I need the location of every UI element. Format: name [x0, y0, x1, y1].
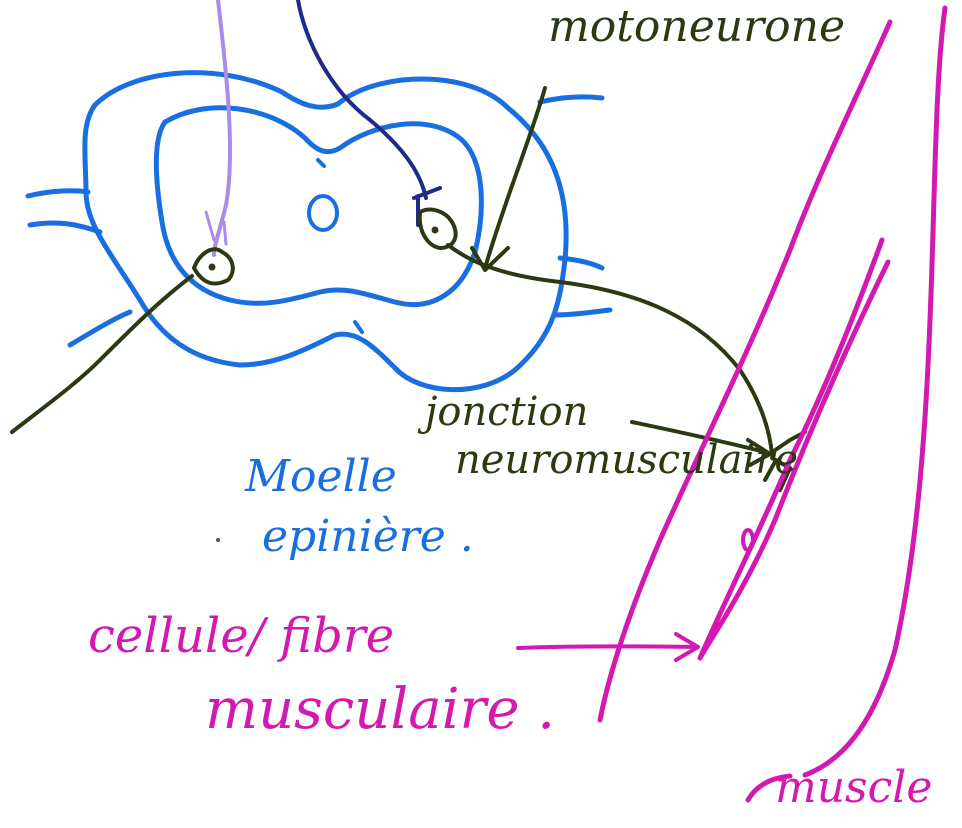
- dorsal-sulcus-tick: [318, 160, 324, 166]
- central-canal: [309, 196, 337, 230]
- spinal-cord-label-line1: Moelle: [245, 455, 397, 499]
- junction-label-line1: jonction: [425, 392, 588, 432]
- left-ventral-root: [30, 223, 100, 232]
- motoneuron-arrow: [472, 88, 545, 270]
- motoneuron-nucleus: [432, 227, 439, 234]
- sensory-neuron-branch: [206, 212, 214, 240]
- upper-motor-neuron-fiber: [298, 0, 426, 198]
- stray-dot: [216, 538, 220, 542]
- muscle-fiber-label-line1: cellule/ fibre: [88, 612, 394, 660]
- sensory-neuron-branch-2: [224, 222, 226, 244]
- sensory-neuron-fiber: [214, 0, 230, 255]
- motoneuron-label: motoneurone: [548, 5, 845, 49]
- left-dorsal-root: [28, 191, 88, 196]
- muscle-outline-left: [600, 22, 890, 720]
- fiber-arrow: [518, 634, 698, 660]
- spinal-cord-label-line2: epinière .: [262, 515, 474, 559]
- median-fissure-tick: [355, 322, 362, 332]
- right-dorsal-root: [540, 97, 602, 102]
- muscle-fiber-nucleus: [743, 530, 753, 550]
- junction-label-line2: neuromusculaire: [455, 440, 798, 480]
- muscle-label: muscle: [775, 766, 932, 810]
- left-neuron-axon: [12, 276, 192, 432]
- right-lower-root: [555, 310, 610, 315]
- left-neuron-nucleus: [209, 264, 216, 271]
- muscle-fiber-label-line2: musculaire .: [205, 682, 555, 738]
- grey-matter-outline: [156, 108, 481, 305]
